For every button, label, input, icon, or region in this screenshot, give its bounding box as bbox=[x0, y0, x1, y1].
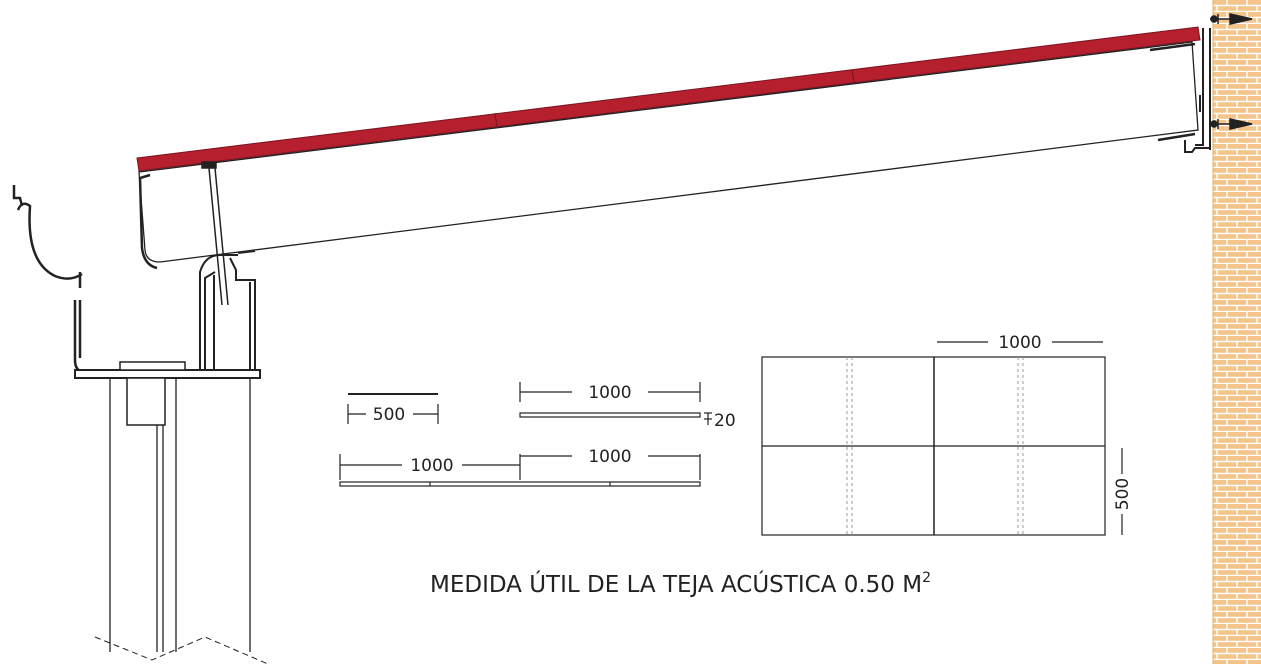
wall-anchor-bottom bbox=[1210, 118, 1253, 130]
dim-piece-500 bbox=[347, 393, 439, 424]
column bbox=[109, 378, 251, 652]
dim-joined-pieces bbox=[339, 454, 701, 487]
wall-bracket bbox=[1184, 28, 1211, 153]
panel-end-flashing bbox=[1149, 42, 1196, 52]
drain-outlet bbox=[126, 377, 166, 426]
dim-piece-1000-top bbox=[519, 382, 712, 425]
panel-grid bbox=[761, 356, 1106, 536]
panel-front-fold bbox=[138, 173, 158, 270]
caption: MEDIDA ÚTIL DE LA TEJA ACÚSTICA 0.50 M2 bbox=[430, 570, 931, 598]
drain-outlet-cap bbox=[119, 361, 186, 371]
dim-label-joined-right: 1000 bbox=[588, 447, 631, 467]
dim-label-20: 20 bbox=[714, 411, 736, 431]
tile-joint bbox=[494, 112, 498, 128]
dim-label-1000-top: 1000 bbox=[588, 383, 631, 403]
column-break-line bbox=[94, 636, 269, 665]
dim-label-joined-left: 1000 bbox=[410, 456, 453, 476]
brick-wall bbox=[1213, 0, 1261, 664]
roof-panel-body bbox=[138, 41, 1199, 263]
panel-fastener bbox=[201, 161, 229, 306]
tile-joint bbox=[851, 69, 855, 84]
dim-label-panel-width: 1000 bbox=[998, 333, 1041, 353]
gutter-base bbox=[74, 369, 261, 379]
caption-text: MEDIDA ÚTIL DE LA TEJA ACÚSTICA 0.50 M bbox=[430, 570, 922, 598]
dim-label-500: 500 bbox=[373, 405, 405, 425]
dim-label-panel-height: 500 bbox=[1113, 478, 1133, 510]
wall-anchor-top bbox=[1210, 13, 1253, 25]
roof-tile bbox=[136, 26, 1201, 172]
panel-end-flashing-low bbox=[1157, 132, 1196, 142]
beam-profile bbox=[199, 250, 256, 372]
caption-superscript: 2 bbox=[922, 570, 931, 586]
